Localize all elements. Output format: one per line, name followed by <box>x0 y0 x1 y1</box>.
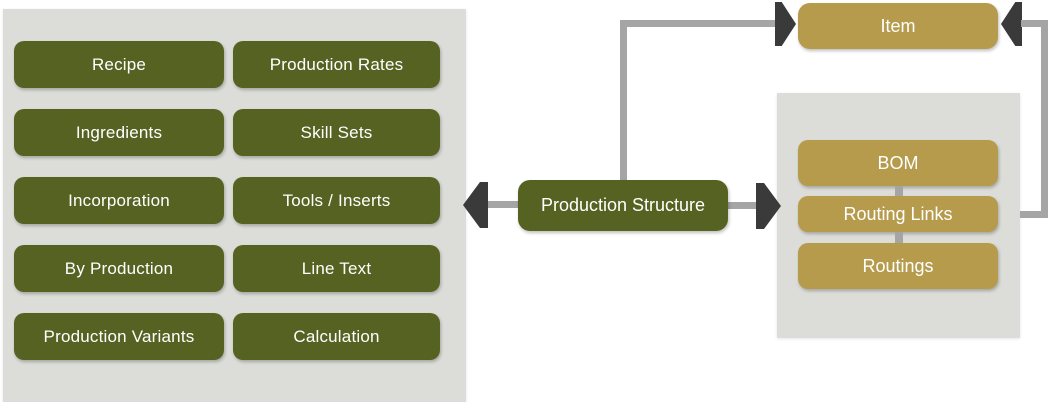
left-group-panel: Recipe Production Rates Ingredients Skil… <box>3 9 466 402</box>
node-item: Item <box>798 3 998 49</box>
connector-item-right-vertical <box>1041 20 1048 218</box>
node-incorporation: Incorporation <box>14 177 224 224</box>
node-bom: BOM <box>798 140 998 186</box>
connector-ps-rightpanel <box>728 202 758 209</box>
node-production-variants: Production Variants <box>14 313 224 360</box>
connector-ps-leftpanel <box>486 201 518 208</box>
connector-bom-routinglinks <box>895 186 903 196</box>
node-production-rates: Production Rates <box>233 41 440 88</box>
connector-rightpanel-horizontal <box>1020 211 1048 218</box>
connector-ps-item-horizontal <box>620 20 777 27</box>
node-recipe: Recipe <box>14 41 224 88</box>
node-ingredients: Ingredients <box>14 109 224 156</box>
arrowhead-left-icon <box>463 182 488 228</box>
node-routing-links: Routing Links <box>798 196 998 232</box>
node-tools-inserts: Tools / Inserts <box>233 177 440 224</box>
arrowhead-item-right-icon <box>1001 2 1022 46</box>
node-line-text: Line Text <box>233 245 440 292</box>
connector-ps-item-vertical <box>620 20 627 180</box>
connector-item-right-horizontal <box>1021 20 1048 27</box>
arrowhead-item-left-icon <box>775 2 796 46</box>
left-button-grid: Recipe Production Rates Ingredients Skil… <box>14 41 440 360</box>
connector-routinglinks-routings <box>895 232 903 243</box>
node-skill-sets: Skill Sets <box>233 109 440 156</box>
node-production-structure: Production Structure <box>518 180 728 231</box>
node-calculation: Calculation <box>233 313 440 360</box>
node-by-production: By Production <box>14 245 224 292</box>
node-routings: Routings <box>798 243 998 289</box>
